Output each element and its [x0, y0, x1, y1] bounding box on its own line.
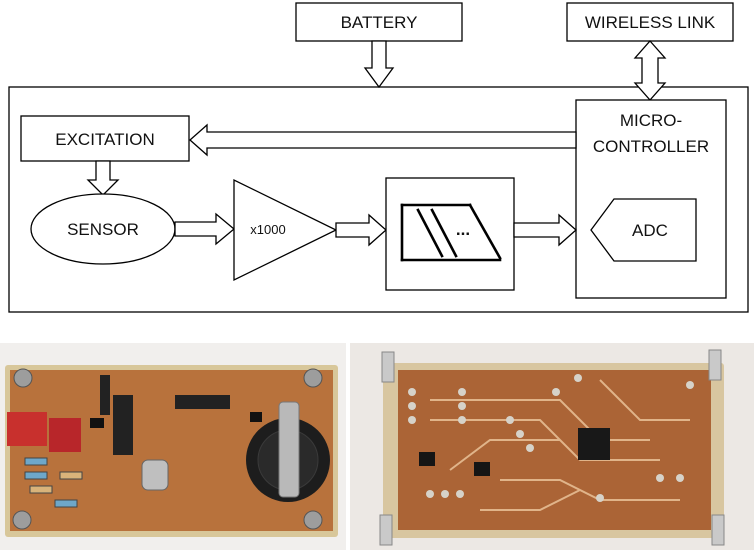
header-pins — [100, 375, 230, 455]
block-diagram — [8, 2, 749, 313]
battery-box — [295, 2, 463, 42]
filter-box — [385, 177, 515, 291]
capacitor-icon — [49, 418, 81, 452]
screw-icon — [303, 510, 323, 530]
adc-label: ADC — [632, 221, 668, 240]
screw-icon — [13, 368, 33, 388]
screw-icon — [303, 368, 323, 388]
wireless-link-label: WIRELESS LINK — [585, 13, 716, 32]
standoff-icon — [381, 351, 395, 383]
amp-to-filter-arrow — [335, 213, 387, 247]
resistors — [24, 457, 83, 508]
excitation-label: EXCITATION — [55, 130, 155, 149]
battery-arrow — [363, 40, 395, 89]
screw-icon — [12, 510, 32, 530]
filter-ellipsis: ... — [456, 220, 470, 239]
filter-icon — [400, 203, 502, 262]
capacitor-icon — [7, 412, 47, 446]
chip-icon — [90, 418, 104, 428]
pcb-solder-side-photo — [350, 343, 754, 550]
mcu-chip-icon — [578, 428, 610, 460]
amplifier-gain-label: x1000 — [250, 222, 285, 237]
sensor-to-amp-arrow — [174, 212, 236, 246]
standoff-icon — [708, 349, 722, 381]
standoff-icon — [711, 514, 725, 546]
standoff-icon — [379, 514, 393, 546]
adc-block — [590, 198, 697, 262]
wireless-link-box — [566, 2, 734, 42]
battery-label: BATTERY — [341, 13, 418, 32]
amplifier-triangle — [233, 178, 338, 282]
microcontroller-label-line2: CONTROLLER — [593, 137, 709, 156]
solder-pads — [408, 374, 694, 502]
microcontroller-label-line1: MICRO- — [620, 111, 682, 130]
pcb-traces — [430, 379, 690, 511]
filter-to-adc-arrow — [513, 213, 577, 247]
sensor-label: SENSOR — [67, 220, 139, 239]
chip-icon — [474, 462, 490, 476]
chip-icon — [250, 412, 262, 422]
pcb-component-side-photo — [0, 343, 346, 550]
chip-icon — [419, 452, 435, 466]
crystal-icon — [141, 459, 169, 491]
excitation-box — [20, 115, 190, 162]
excitation-to-sensor-arrow — [86, 160, 120, 196]
mcu-to-excitation-arrow — [189, 123, 577, 157]
battery-clip-icon — [278, 401, 300, 498]
